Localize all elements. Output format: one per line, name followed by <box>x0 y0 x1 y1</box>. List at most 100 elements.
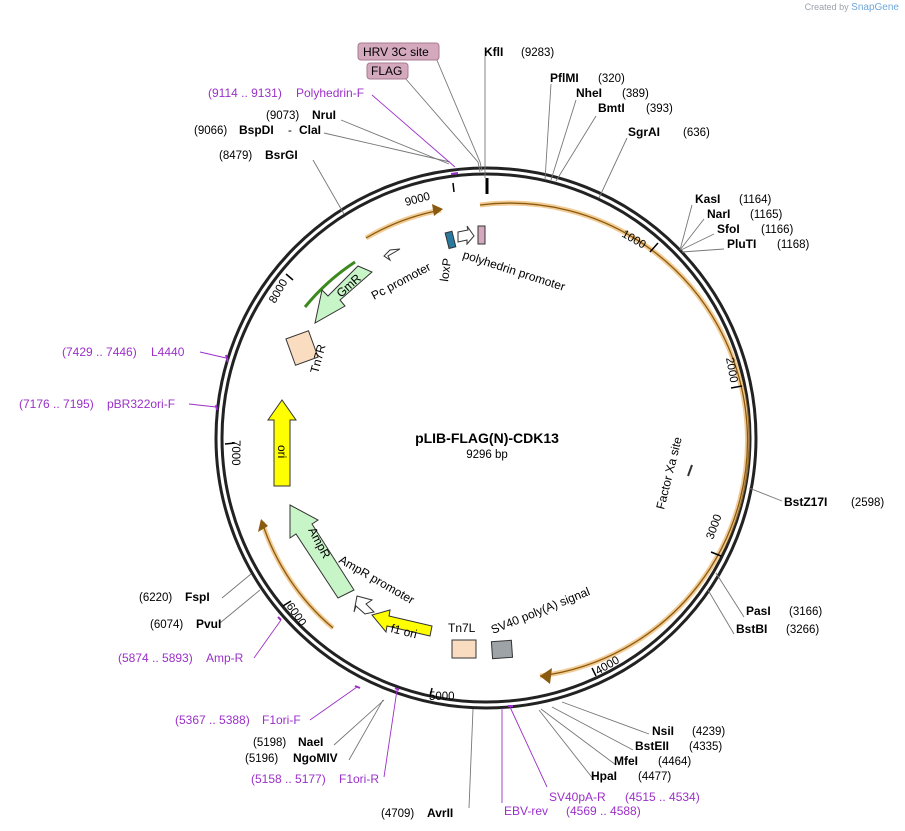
primer-f1ori-f: F1ori-F <box>262 713 301 727</box>
tick-6000: 6000 <box>284 601 309 629</box>
loxp-label: loxP <box>437 257 454 282</box>
plasmid-name: pLIB-FLAG(N)-CDK13 <box>415 430 559 446</box>
enzyme-sfoi: SfoI <box>717 222 740 236</box>
enzyme-hpai-pos: (4477) <box>638 771 671 783</box>
gmr-arrow <box>314 265 373 324</box>
tn7l-label: Tn7L <box>448 621 476 635</box>
tick-2000: 2000 <box>723 356 739 383</box>
enzyme-bstbi-pos: (3266) <box>786 624 819 636</box>
enzyme-avrii: AvrII <box>427 806 453 820</box>
enzyme-nsii: NsiI <box>652 724 674 738</box>
enzyme-pvui: PvuI <box>196 617 221 631</box>
enzyme-bsrgi-pos: (8479) <box>219 150 252 162</box>
enzyme-kasi: KasI <box>695 192 720 206</box>
enzyme-nrui-pos: (9073) <box>266 110 299 122</box>
enzyme-mfei-pos: (4464) <box>658 756 691 768</box>
enzyme-bmti-pos: (393) <box>646 103 673 115</box>
enzyme-hpai: HpaI <box>591 769 617 783</box>
enzyme-sgrai: SgrAI <box>628 125 660 139</box>
ori-arrow <box>267 399 297 487</box>
insert-arc <box>479 200 750 684</box>
backbone-outer-ring <box>214 166 758 710</box>
enzyme-nhei: NheI <box>576 86 602 100</box>
enzyme-bsteii: BstEII <box>635 739 669 753</box>
ori-label: ori <box>275 445 289 458</box>
enzyme-sfoi-pos: (1166) <box>761 224 794 236</box>
enzyme-bmti: BmtI <box>598 101 625 115</box>
enzyme-bspdi-pos: (9066) <box>194 125 227 137</box>
enzyme-ngomiv-pos: (5196) <box>245 753 278 765</box>
loxp-box <box>444 230 457 250</box>
ampr-promoter-arrow <box>353 595 375 615</box>
primer-marks <box>215 172 513 707</box>
pc-promoter-arrow <box>383 248 401 262</box>
enzyme-fspi: FspI <box>185 590 210 604</box>
snapgene-credit: Created by SnapGene <box>804 2 899 13</box>
tick-5000: 5000 <box>429 691 455 703</box>
primer-polyhedrin-f: Polyhedrin-F <box>296 86 364 100</box>
primer-f1ori-f-range: (5367 .. 5388) <box>175 713 250 727</box>
primer-ebv-rev-range: (4569 .. 4588) <box>566 804 641 818</box>
primer-leader-lines <box>188 94 548 803</box>
enzyme-nrui: NruI <box>312 108 336 122</box>
primer-l4440-range: (7429 .. 7446) <box>62 345 137 359</box>
plasmid-length: 9296 bp <box>466 449 508 461</box>
tn7r-box <box>285 330 319 366</box>
enzyme-avrii-pos: (4709) <box>381 808 414 820</box>
enzyme-nsii-pos: (4239) <box>692 726 725 738</box>
enzyme-nari-pos: (1165) <box>750 209 783 221</box>
primer-polyhedrin-f-range: (9114 .. 9131) <box>208 86 282 100</box>
sv40-box <box>490 639 514 660</box>
f1-ori-arrow <box>371 609 433 637</box>
primer-l4440: L4440 <box>151 345 185 359</box>
enzyme-naei: NaeI <box>298 735 323 749</box>
primer-pbr322ori-f-range: (7176 .. 7195) <box>19 397 94 411</box>
hrv-3c-site-label: HRV 3C site <box>363 45 429 59</box>
gmr-line <box>303 260 356 308</box>
enzyme-dash: - <box>288 125 292 137</box>
primer-sv40pa-r-range: (4515 .. 4534) <box>625 790 700 804</box>
enzyme-pasi-pos: (3166) <box>789 606 822 618</box>
f1-ori-label: f1 ori <box>389 621 418 641</box>
tick-9000: 9000 <box>404 191 432 209</box>
enzyme-bstz17i: BstZ17I <box>784 495 827 509</box>
hrv-3c-site-box <box>357 42 440 61</box>
enzyme-pflmi-pos: (320) <box>598 73 625 85</box>
enzyme-mfei: MfeI <box>614 754 638 768</box>
enzyme-pasi: PasI <box>746 604 771 618</box>
tick-8000: 8000 <box>267 277 290 305</box>
enzyme-kfli-pos: (9283) <box>521 47 554 59</box>
enzyme-kasi-pos: (1164) <box>739 194 772 206</box>
polyhedrin-promoter-arrow <box>457 225 475 246</box>
factor-xa-mark <box>687 464 693 477</box>
flag-tag-box <box>366 62 409 80</box>
enzyme-sgrai-pos: (636) <box>683 127 710 139</box>
primer-f1ori-r: F1ori-R <box>339 772 379 786</box>
factor-xa-label: Factor Xa site <box>653 435 685 511</box>
enzyme-pvui-pos: (6074) <box>150 619 183 631</box>
flag-box <box>477 225 486 245</box>
enzyme-bsteii-pos: (4335) <box>689 741 722 753</box>
primer-ebv-rev: EBV-rev <box>504 804 548 818</box>
enzyme-bstz17i-pos: (2598) <box>851 497 884 509</box>
enzyme-fspi-pos: (6220) <box>139 592 172 604</box>
polyhedrin-promoter-label: polyhedrin promoter <box>461 248 567 294</box>
enzyme-kfli: KflI <box>484 45 503 59</box>
primer-amp-r-range: (5874 .. 5893) <box>118 651 193 665</box>
enzyme-clai: ClaI <box>299 123 321 137</box>
insert-arc-top-left <box>364 204 443 241</box>
tick-3000: 3000 <box>705 513 725 541</box>
enzyme-bstbi: BstBI <box>736 622 767 636</box>
primer-pbr322ori-f: pBR322ori-F <box>107 397 175 411</box>
backbone-inner-ring <box>220 172 752 704</box>
enzyme-bspdi: BspDI <box>239 123 274 137</box>
enzyme-bsrgi: BsrGI <box>265 148 298 162</box>
enzyme-naei-pos: (5198) <box>253 737 286 749</box>
tick-1000: 1000 <box>620 228 648 251</box>
enzyme-nari: NarI <box>707 207 730 221</box>
enzyme-ngomiv: NgoMIV <box>293 751 338 765</box>
ampr-arrow <box>289 504 355 599</box>
primer-amp-r: Amp-R <box>206 651 244 665</box>
sv40-label: SV40 poly(A) signal <box>489 584 592 636</box>
